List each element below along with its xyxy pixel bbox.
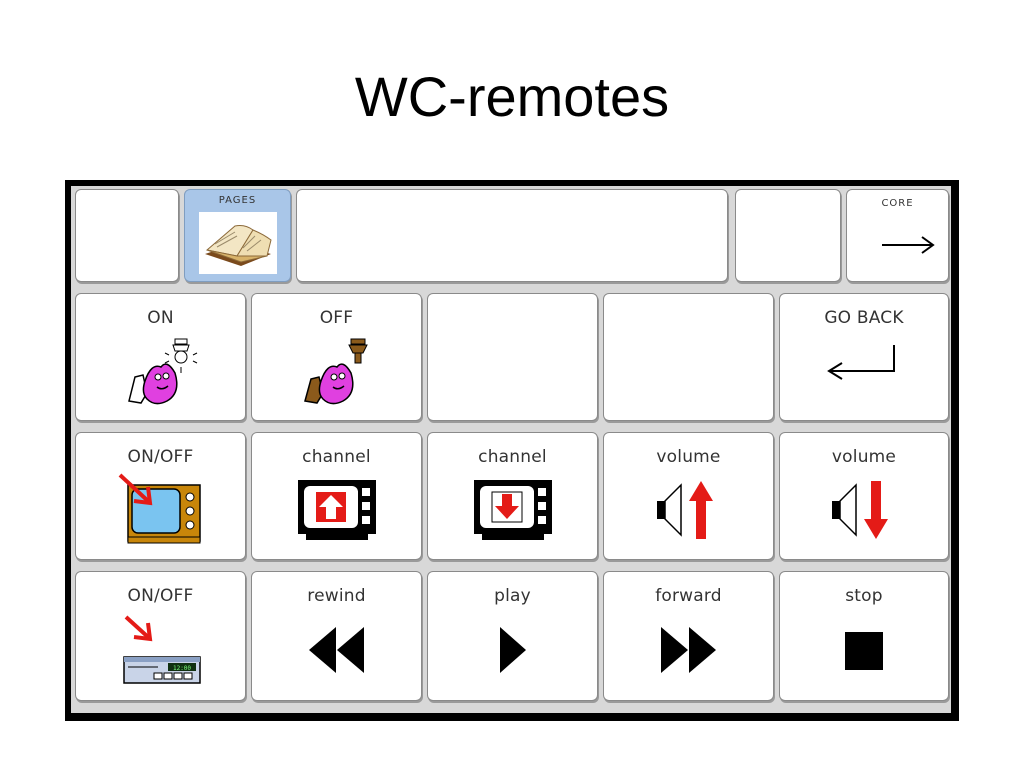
- play-icon: [428, 620, 597, 680]
- right-arrow-icon: [847, 230, 948, 260]
- go-back-button[interactable]: GO BACK: [779, 293, 949, 421]
- core-button[interactable]: CORE: [846, 189, 949, 282]
- tv-power-icon: [76, 471, 245, 549]
- play-button[interactable]: play: [427, 571, 598, 701]
- play-label: play: [494, 586, 531, 606]
- tv-power-button[interactable]: ON/OFF: [75, 432, 246, 560]
- communication-board: PAGES CORE: [65, 180, 959, 721]
- light-on-icon: [76, 334, 245, 412]
- book-icon: [185, 210, 290, 276]
- blank-top-button-2[interactable]: [735, 189, 841, 282]
- blank-button-row1-3[interactable]: [427, 293, 598, 421]
- stop-button[interactable]: stop: [779, 571, 949, 701]
- channel-down-button[interactable]: channel: [427, 432, 598, 560]
- stop-icon: [780, 622, 948, 680]
- volume-down-icon: [780, 475, 948, 545]
- vcr-power-button[interactable]: ON/OFF 12:00: [75, 571, 246, 701]
- volume-up-label: volume: [656, 447, 721, 467]
- light-on-button[interactable]: ON: [75, 293, 246, 421]
- tv-channel-up-icon: [252, 475, 421, 545]
- vcr-power-icon: 12:00: [76, 612, 245, 692]
- forward-button[interactable]: forward: [603, 571, 774, 701]
- stop-label: stop: [845, 586, 883, 606]
- pages-label: PAGES: [218, 195, 257, 206]
- tv-channel-down-icon: [428, 475, 597, 545]
- board-grid: PAGES CORE: [71, 186, 951, 713]
- rewind-button[interactable]: rewind: [251, 571, 422, 701]
- message-bar[interactable]: [296, 189, 728, 282]
- channel-up-label: channel: [302, 447, 371, 467]
- light-on-label: ON: [147, 308, 174, 328]
- volume-down-label: volume: [831, 447, 897, 467]
- channel-up-button[interactable]: channel: [251, 432, 422, 560]
- slide-title: WC-remotes: [354, 65, 670, 128]
- blank-button-row1-4[interactable]: [603, 293, 774, 421]
- forward-icon: [604, 620, 773, 680]
- return-arrow-icon: [780, 340, 948, 386]
- rewind-label: rewind: [307, 586, 366, 606]
- light-off-label: OFF: [319, 308, 354, 328]
- light-off-icon: [252, 334, 421, 412]
- vcr-power-label: ON/OFF: [127, 586, 194, 606]
- rewind-icon: [252, 620, 421, 680]
- go-back-label: GO BACK: [824, 308, 904, 328]
- channel-down-label: channel: [478, 447, 547, 467]
- light-off-button[interactable]: OFF: [251, 293, 422, 421]
- tv-power-label: ON/OFF: [127, 447, 194, 467]
- pages-button[interactable]: PAGES: [184, 189, 291, 282]
- forward-label: forward: [655, 586, 722, 606]
- vcr-display-text: 12:00: [172, 665, 190, 672]
- volume-up-icon: [604, 475, 773, 545]
- blank-top-button-1[interactable]: [75, 189, 179, 282]
- core-label: CORE: [881, 198, 914, 209]
- volume-up-button[interactable]: volume: [603, 432, 774, 560]
- volume-down-button[interactable]: volume: [779, 432, 949, 560]
